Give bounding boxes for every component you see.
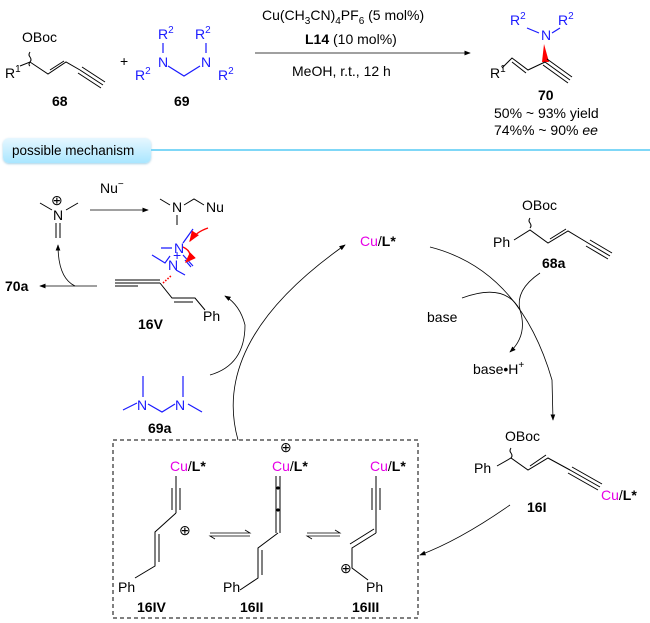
ee-text: 74%% ~ 90% ee — [494, 122, 598, 138]
svg-text:Cu/L*: Cu/L* — [370, 458, 406, 474]
base-h-label: base•H+ — [473, 360, 524, 377]
base-label: base — [427, 309, 458, 325]
svg-text:N: N — [158, 54, 168, 70]
electron-arrow-2 — [182, 246, 196, 263]
svg-text:N: N — [53, 207, 63, 223]
obocs-label: OBoc — [22, 29, 57, 45]
label-16III: 16III — [352, 599, 379, 615]
label-16IV: 16IV — [137, 599, 166, 615]
svg-text:N: N — [201, 54, 211, 70]
ligand-text: L14 (10 mol%) — [305, 31, 397, 47]
label-70a: 70a — [5, 278, 29, 294]
electron-arrow-1 — [189, 227, 209, 243]
double-bond — [49, 60, 65, 71]
intermediate-16IV: Cu/L* ⊕ Ph 16IV — [118, 458, 206, 615]
svg-text:N: N — [541, 27, 551, 43]
section-banner: possible mechanism — [3, 138, 151, 163]
svg-text:+: + — [173, 247, 181, 263]
svg-text:Ph: Ph — [366, 579, 383, 595]
svg-text:⊕: ⊕ — [340, 560, 352, 576]
svg-text:R2: R2 — [558, 11, 574, 28]
nu-aminal-product: N Nu — [159, 198, 224, 225]
base-arrow — [461, 291, 523, 353]
reaction-conditions: Cu(CH3CN)4PF6 (5 mol%) L14 (10 mol%) MeO… — [255, 7, 471, 79]
intermediate-16II: ⊕ Cu/L* Ph 16II — [223, 439, 308, 615]
plus-sign: + — [120, 53, 128, 69]
svg-text:R1: R1 — [490, 64, 506, 81]
svg-text:N: N — [172, 199, 182, 215]
svg-text:⊕: ⊕ — [51, 192, 63, 208]
substrate-in-arrow — [518, 272, 541, 311]
svg-text:Ph: Ph — [493, 234, 510, 250]
svg-text:R2: R2 — [195, 25, 211, 42]
svg-text:Ph: Ph — [223, 579, 240, 595]
catalyst-text: Cu(CH3CN)4PF6 (5 mol%) — [262, 7, 424, 27]
svg-text:R2: R2 — [510, 11, 526, 28]
label-16II: 16II — [240, 599, 263, 615]
label-68: 68 — [52, 93, 68, 109]
cycle-arrow-right — [429, 246, 556, 421]
svg-text:OBoc: OBoc — [522, 197, 557, 213]
catalyst-cu-l: Cu/L* — [360, 233, 396, 249]
product-70: R2 R2 N R1 70 50% ~ 93% yield 74%% ~ 90%… — [490, 11, 599, 138]
solvent-text: MeOH, r.t., 12 h — [292, 63, 391, 79]
resonance-box — [112, 439, 419, 619]
r1-label: R1 — [5, 64, 21, 81]
svg-text:Cu/L*: Cu/L* — [272, 458, 308, 474]
cycle-arrow-bottom — [419, 504, 511, 556]
label-69a: 69a — [148, 420, 172, 436]
svg-text:N: N — [174, 240, 184, 256]
chain-bonds — [19, 61, 81, 75]
svg-text:Ph: Ph — [474, 460, 491, 476]
iminium-ion: ⊕ N — [39, 192, 79, 238]
substrate-68a: OBoc Ph 68a — [493, 197, 613, 271]
substrate-68: OBoc R1 68 — [5, 29, 106, 109]
yield-text: 50% ~ 93% yield — [494, 105, 599, 121]
svg-text:R2: R2 — [158, 25, 174, 42]
svg-text:Ph: Ph — [203, 308, 220, 324]
wavy-bond — [28, 51, 32, 67]
reagent-69: R2 R2 N N R2 R2 69 — [135, 25, 234, 109]
intermediate-16III: Cu/L* ⊕ Ph 16III — [340, 458, 406, 615]
equilibrium-arrow-1 — [208, 529, 252, 540]
svg-text:Cu/L*: Cu/L* — [601, 487, 637, 503]
svg-text:R2: R2 — [218, 66, 234, 83]
label-68a: 68a — [542, 255, 566, 271]
wedge-bond — [542, 44, 549, 62]
cycle-arrow-left — [232, 244, 346, 441]
svg-text:N: N — [175, 397, 185, 413]
reagent-69a: N N 69a — [122, 376, 203, 436]
section-title: possible mechanism — [12, 143, 135, 158]
svg-text:Ph: Ph — [118, 579, 135, 595]
svg-text:⊕: ⊕ — [179, 522, 191, 538]
section-divider — [151, 149, 650, 151]
svg-text:N: N — [137, 397, 147, 413]
amine-attack-arrow — [209, 295, 246, 376]
intermediate-16I: OBoc Ph Cu/L* 16I — [474, 428, 637, 515]
label-70: 70 — [538, 87, 554, 103]
svg-text:OBoc: OBoc — [505, 428, 540, 444]
intermediate-16V: N N + Ph 16V — [115, 227, 220, 332]
svg-text:Nu: Nu — [206, 199, 224, 215]
iminium-release-arrow — [55, 244, 76, 287]
label-16V: 16V — [138, 316, 164, 332]
svg-text:Cu/L*: Cu/L* — [170, 458, 206, 474]
svg-text:R2: R2 — [135, 66, 151, 83]
label-16I: 16I — [527, 499, 546, 515]
nucleophile: Nu− — [100, 179, 124, 196]
svg-text:⊕: ⊕ — [280, 439, 292, 455]
label-69: 69 — [174, 93, 190, 109]
triple-bond — [77, 66, 106, 89]
svg-text:N: N — [168, 257, 178, 273]
equilibrium-arrow-2 — [305, 529, 342, 540]
